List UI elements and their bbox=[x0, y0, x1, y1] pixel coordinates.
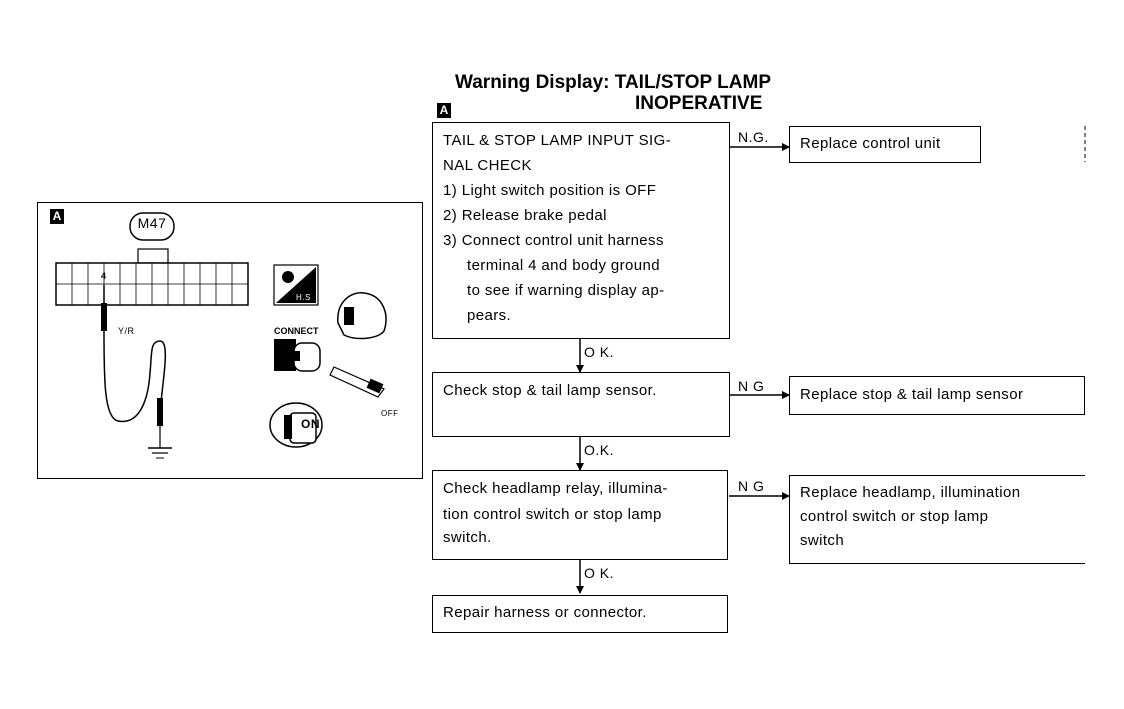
terminal-number: 4 bbox=[101, 271, 107, 281]
page-title: Warning Display: TAIL/STOP LAMP bbox=[455, 72, 771, 93]
flow-badge: A bbox=[437, 103, 451, 118]
on-label: ON bbox=[301, 417, 320, 431]
result-box-replace-headlamp: Replace headlamp, illumination control s… bbox=[789, 475, 1085, 564]
result-box-replace-sensor: Replace stop & tail lamp sensor bbox=[789, 376, 1085, 415]
ok-label-3: O K. bbox=[584, 565, 615, 581]
wire-color-label: Y/R bbox=[118, 326, 135, 336]
final-box-repair-harness: Repair harness or connector. bbox=[432, 595, 728, 633]
ok-label-2: O.K. bbox=[584, 442, 615, 458]
hs-label: H.S bbox=[296, 293, 311, 302]
result-box-replace-control-unit: Replace control unit bbox=[789, 126, 981, 163]
ng-label-2: N G bbox=[738, 378, 765, 394]
check-box-headlamp-relay: Check headlamp relay, illumina- tion con… bbox=[432, 470, 728, 560]
page-title-line2: INOPERATIVE bbox=[635, 93, 763, 114]
figure-panel: A bbox=[37, 202, 423, 479]
ng-label-3: N G bbox=[738, 478, 765, 494]
off-label: OFF bbox=[381, 409, 399, 418]
check-box-stop-tail-sensor: Check stop & tail lamp sensor. bbox=[432, 372, 730, 437]
check-box-input-signal: TAIL & STOP LAMP INPUT SIG- NAL CHECK 1)… bbox=[432, 122, 730, 339]
figure-badge: A bbox=[50, 209, 64, 224]
ok-label-1: O K. bbox=[584, 344, 615, 360]
ng-label-1: N.G. bbox=[738, 129, 769, 145]
connect-label: CONNECT bbox=[274, 326, 319, 336]
connector-illustration bbox=[55, 212, 387, 459]
connector-code: M47 bbox=[137, 215, 167, 231]
